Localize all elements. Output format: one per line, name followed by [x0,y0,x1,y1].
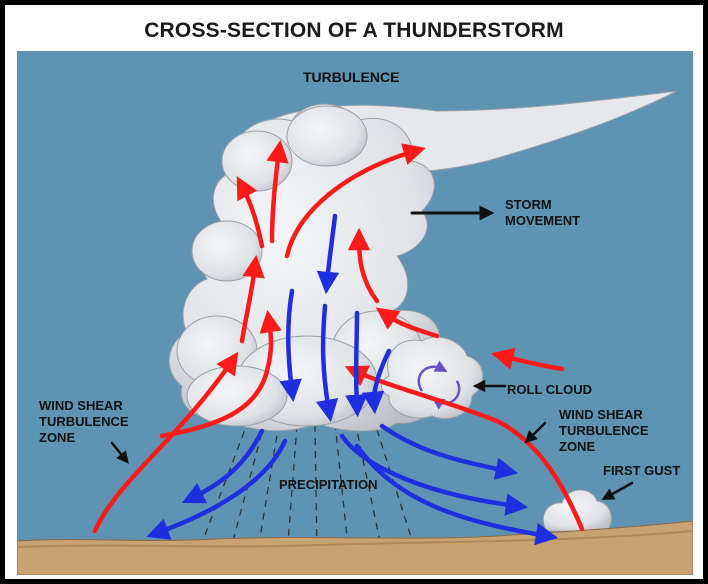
updraft-arrow-3 [239,254,265,344]
first-gust-cloud [542,489,612,532]
label-wind-shear-left: WIND SHEAR TURBULENCE ZONE [39,398,129,446]
diagram-frame: CROSS-SECTION OF A THUNDERSTORM [5,5,703,579]
label-wind-shear-right-line2: TURBULENCE [559,423,649,438]
ground [17,520,693,575]
updraft-arrow-10 [344,365,585,532]
label-storm-movement-line2: MOVEMENT [505,213,581,228]
label-precipitation: PRECIPITATION [279,477,378,492]
downdraft-arrow-4 [345,310,368,418]
updraft-arrow-7 [347,227,380,304]
diagram-title: CROSS-SECTION OF A THUNDERSTORM [144,19,564,42]
downdraft-arrow-2 [279,288,302,403]
updraft-arrow-5 [266,139,289,244]
label-wind-shear-right-line3: ZONE [559,439,596,454]
updraft-arrow-9 [491,347,565,372]
downdraft-arrows [146,213,559,546]
label-wind-shear-left-line2: TURBULENCE [39,414,129,429]
label-wind-shear-right-line1: WIND SHEAR [559,407,643,422]
storm-scene: TURBULENCE STORM MOVEMENT ROLL CLOUD WIN… [17,51,693,575]
label-storm-movement: STORM MOVEMENT [505,197,580,229]
updraft-arrow-6 [284,143,426,259]
label-storm-movement-line1: STORM [505,197,552,212]
wind-shear-right-pointer [524,421,547,444]
downdraft-arrow-6 [181,428,265,504]
storm-illustration [17,51,693,575]
label-turbulence: TURBULENCE [303,69,400,85]
pointer-arrows [110,205,634,501]
label-wind-shear-right: WIND SHEAR TURBULENCE ZONE [559,407,649,455]
downdraft-arrow-7 [146,438,288,540]
ground-texture [17,530,693,548]
downdraft-arrow-1 [316,213,340,295]
downdraft-arrow-3 [315,303,339,423]
wind-shear-left-pointer [110,441,129,464]
updraft-arrow-2 [159,309,282,439]
label-roll-cloud: ROLL CLOUD [507,382,592,397]
updraft-arrow-4 [236,176,265,249]
first-gust-pointer [601,481,634,501]
label-wind-shear-left-line3: ZONE [39,430,76,445]
label-first-gust: FIRST GUST [603,463,681,478]
updraft-arrow-1 [92,351,239,534]
updraft-arrow-8 [375,307,440,339]
label-wind-shear-left-line1: WIND SHEAR [39,398,123,413]
downdraft-arrow-9 [379,423,519,480]
downdraft-arrow-10 [354,443,559,546]
updraft-arrows [92,139,585,534]
downdraft-arrow-5 [361,348,392,415]
downdraft-arrow-8 [339,433,529,516]
